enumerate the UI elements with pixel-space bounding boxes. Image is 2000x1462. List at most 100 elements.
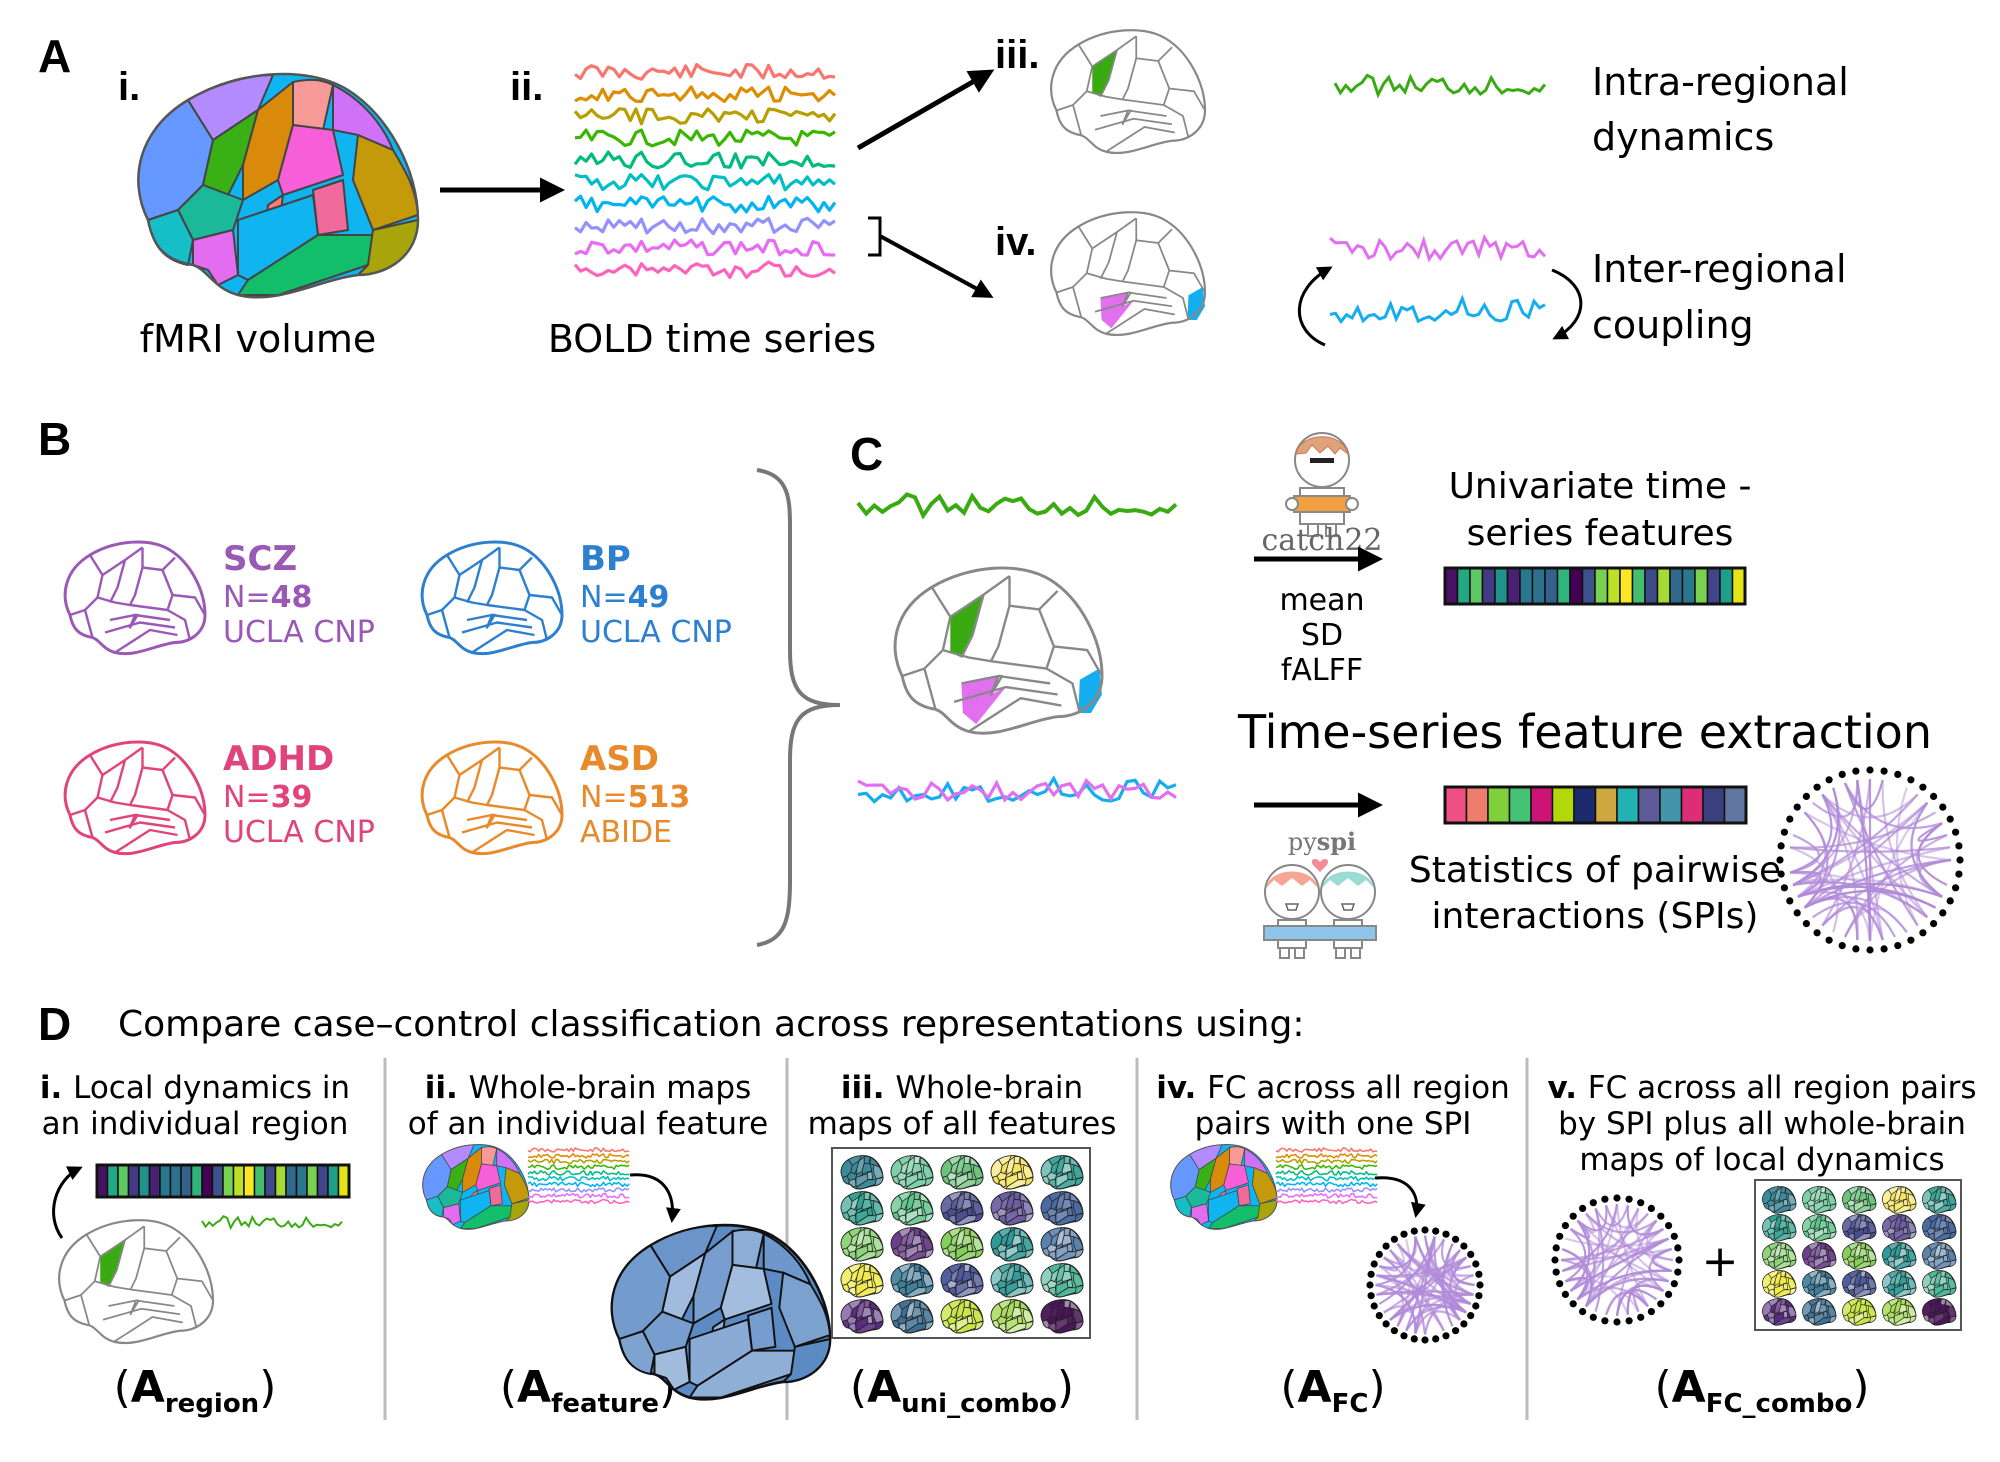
spi-feature-vector	[1443, 785, 1748, 825]
mini-brain-parcel	[1860, 1186, 1867, 1194]
mini-brain-parcel	[973, 1213, 984, 1223]
feature-cell	[159, 1164, 172, 1198]
mini-brain-parcel	[1847, 1186, 1860, 1195]
brain-parcel	[277, 124, 344, 196]
mini-brain-parcel	[1887, 1298, 1900, 1307]
network-edge	[1570, 1237, 1670, 1292]
mini-brain-parcel	[963, 1192, 971, 1201]
mini-brain-parcel	[961, 1198, 973, 1211]
network-node	[1613, 1194, 1621, 1202]
feature-map-parcel	[778, 1271, 832, 1349]
feature-map-brain	[1882, 1298, 1917, 1326]
mini-brain-parcel	[997, 1227, 1012, 1239]
parcel-boundary	[1009, 604, 1056, 669]
mini-brain-parcel	[1849, 1302, 1858, 1314]
mini-brain-parcel	[1788, 1203, 1797, 1211]
parcel-boundary	[529, 793, 564, 816]
feature-map-brain	[1802, 1186, 1837, 1214]
mascot-hand	[1285, 497, 1299, 511]
parcel-boundary	[426, 554, 461, 617]
mini-brain-parcel	[1849, 1246, 1858, 1258]
feature-cell	[1506, 567, 1521, 605]
mini-brain-parcel	[1767, 1298, 1780, 1307]
mini-brain-parcel	[848, 1322, 857, 1332]
parcel-boundary	[1121, 109, 1132, 126]
feature-map-brain	[990, 1299, 1034, 1334]
feature-cell	[96, 1164, 109, 1198]
mini-brain-parcel	[1847, 1242, 1860, 1251]
mini-brain-parcel	[1780, 1214, 1787, 1222]
network-node	[1375, 1250, 1383, 1258]
feature-map-brain	[1842, 1242, 1877, 1270]
mini-brain-parcel	[1047, 1263, 1062, 1275]
mini-brain-parcel	[1847, 1270, 1860, 1279]
feature-map-parcel	[661, 1250, 707, 1321]
mascot-sunglasses	[1310, 458, 1334, 463]
feature-cell	[1616, 786, 1640, 824]
mini-brain-parcel	[913, 1156, 921, 1165]
network-node	[1637, 1313, 1645, 1321]
mini-brain-parcel	[961, 1270, 973, 1283]
network-node	[1647, 1204, 1655, 1212]
feature-cell	[232, 1164, 245, 1198]
spi-title-line-2: interactions (SPIs)	[1432, 896, 1759, 937]
brain-contour	[1170, 1144, 1278, 1230]
parcel-boundary	[989, 576, 1011, 662]
mini-brain-parcel	[1808, 1288, 1815, 1297]
mini-brain-parcel	[1929, 1302, 1938, 1314]
bold-series-line	[574, 216, 836, 236]
bold-series-line	[574, 62, 836, 81]
feature-map-brain	[890, 1263, 934, 1298]
step-iii-numeral: iii.	[995, 33, 1039, 77]
mini-brain-parcel	[897, 1227, 912, 1239]
parcel-boundary	[104, 621, 176, 634]
mini-brain-parcel	[1898, 1276, 1908, 1286]
mini-brain-parcel	[973, 1285, 984, 1295]
mini-brain-parcel	[1023, 1249, 1034, 1259]
mini-brain-parcel	[873, 1177, 884, 1187]
feature-cell	[1494, 567, 1509, 605]
network-node	[1930, 920, 1938, 928]
network-node	[1467, 1312, 1475, 1320]
feature-cell	[1581, 567, 1596, 605]
mini-brain-parcel	[1927, 1186, 1940, 1195]
mini-brain-parcel	[1898, 1248, 1908, 1258]
approach-title-line: maps of all features	[808, 1106, 1117, 1142]
parcel-boundary	[1099, 231, 1118, 280]
mini-brain-parcel	[1940, 1186, 1947, 1194]
parcel-boundary	[1169, 269, 1206, 293]
mini-brain-parcel	[850, 1268, 860, 1283]
mini-brain-parcel	[900, 1232, 910, 1247]
feature-map-brain	[1842, 1270, 1877, 1298]
mini-brain-parcel	[873, 1321, 884, 1331]
network-node	[1786, 815, 1794, 823]
fmri-volume-caption: fMRI volume	[140, 317, 377, 361]
cohort-brain-outline-icon	[63, 540, 207, 656]
feature-map-brain	[1040, 1191, 1084, 1226]
network-edge	[1389, 1249, 1467, 1314]
feature-map-brain	[840, 1263, 884, 1298]
mini-brain-parcel	[973, 1321, 984, 1331]
cohort-sample-size: N=49	[580, 580, 669, 615]
mini-brain-parcel	[1011, 1270, 1023, 1283]
feature-cell	[1606, 567, 1621, 605]
feature-cell	[1456, 567, 1471, 605]
mini-brain-parcel	[898, 1214, 907, 1224]
feature-cell	[306, 1164, 319, 1198]
mini-brain-parcel	[1888, 1204, 1895, 1213]
panel-d-heading: Compare case–control classification acro…	[118, 1004, 1304, 1045]
network-node	[1367, 1292, 1375, 1300]
feature-map-brain	[1802, 1298, 1837, 1326]
mini-brain-parcel	[1889, 1246, 1898, 1258]
network-edge	[1917, 822, 1948, 842]
plus-sign: +	[1702, 1236, 1739, 1287]
network-node	[1442, 1332, 1450, 1340]
feature-map-brain	[1762, 1186, 1797, 1214]
network-edge	[1803, 858, 1952, 909]
mini-brain-parcel	[898, 1286, 907, 1296]
parcel-boundary	[960, 594, 985, 659]
mini-brain-parcel	[961, 1306, 973, 1319]
feature-map-brain	[1882, 1186, 1917, 1214]
feature-map-brain	[990, 1155, 1034, 1190]
